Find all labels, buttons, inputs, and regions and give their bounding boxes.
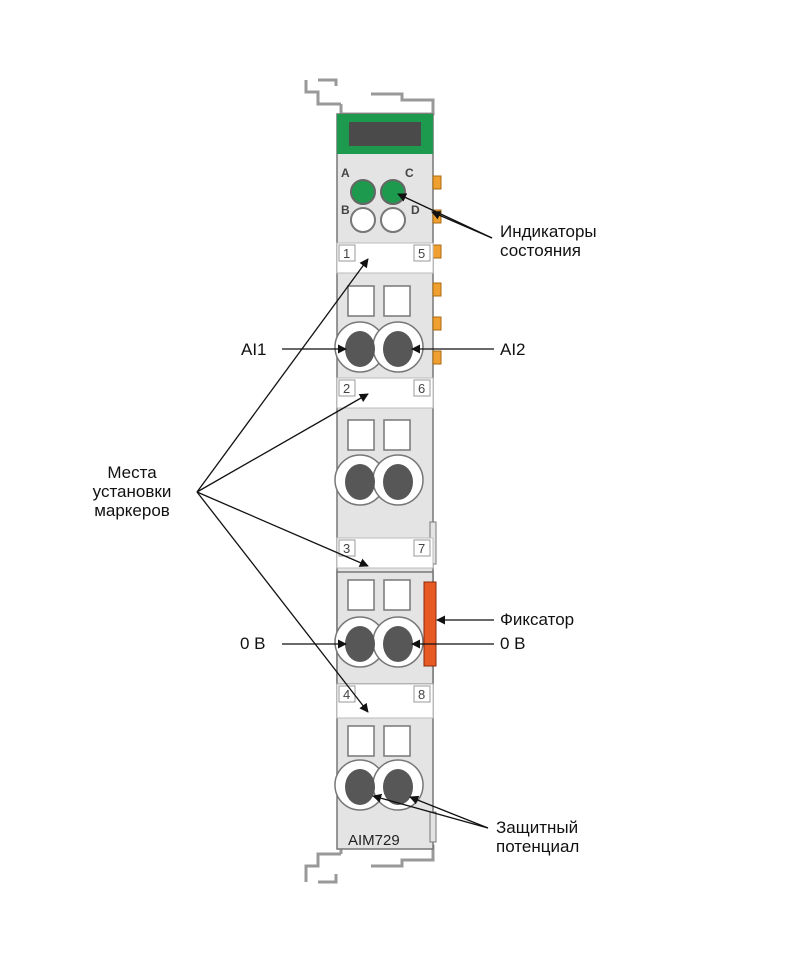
led-letter-a: A [341, 166, 350, 180]
connector-ai2 [383, 331, 413, 367]
callout-markers-line1: Места [107, 463, 157, 482]
terminal-number: 3 [343, 541, 350, 556]
led-b [350, 207, 376, 233]
callout-latch: Фиксатор [500, 610, 575, 629]
callout-shield-line1: Защитный [496, 818, 579, 837]
label-window [349, 122, 421, 146]
marker-slot-3: 3 7 [336, 537, 434, 569]
callout-shield: Защитный потенциал [496, 818, 579, 856]
led-letter-c: C [405, 166, 414, 180]
terminal-block-1 [334, 285, 424, 373]
terminal-number: 8 [418, 687, 425, 702]
callout-ai1: AI1 [241, 340, 267, 359]
side-tabs [432, 175, 442, 365]
connector-0v-right [383, 626, 413, 662]
terminal-block-2 [334, 419, 424, 506]
terminal-number: 7 [418, 541, 425, 556]
marker-slot-4: 4 8 [336, 683, 434, 719]
terminal-number: 5 [418, 246, 425, 261]
callout-ai2: AI2 [500, 340, 526, 359]
leader-lines [196, 193, 494, 829]
connector-0v-left [345, 626, 375, 662]
led-d [380, 207, 406, 233]
terminal-number: 1 [343, 246, 350, 261]
terminal-number: 4 [343, 687, 350, 702]
terminal-block-3 [334, 571, 434, 685]
led-a [350, 179, 376, 205]
din-rail-clip-bottom [304, 844, 435, 884]
led-letter-d: D [411, 203, 420, 217]
callout-zero-right: 0 В [500, 634, 526, 653]
callout-zero-left: 0 В [240, 634, 266, 653]
callout-markers-line2: установки [92, 482, 172, 501]
callout-indicators-line2: состояния [500, 241, 581, 260]
status-leds: A C B D [341, 166, 420, 233]
led-c [380, 179, 406, 205]
latch [423, 581, 437, 667]
led-letter-b: B [341, 203, 350, 217]
connector-shield-right [383, 769, 413, 805]
callout-indicators-line1: Индикаторы [500, 222, 597, 241]
callout-markers-line3: маркеров [94, 501, 170, 520]
callout-indicators: Индикаторы состояния [500, 222, 597, 260]
terminal-number: 2 [343, 381, 350, 396]
callout-markers: Места установки маркеров [70, 463, 194, 520]
housing-notch [429, 811, 437, 843]
terminal-number: 6 [418, 381, 425, 396]
model-label: AIM729 [348, 832, 400, 849]
marker-slot-1: 1 5 [336, 242, 434, 274]
connector-shield-left [345, 769, 375, 805]
callout-shield-line2: потенциал [496, 837, 580, 856]
connector-ai1 [345, 331, 375, 367]
din-rail-clip-top [304, 78, 435, 116]
